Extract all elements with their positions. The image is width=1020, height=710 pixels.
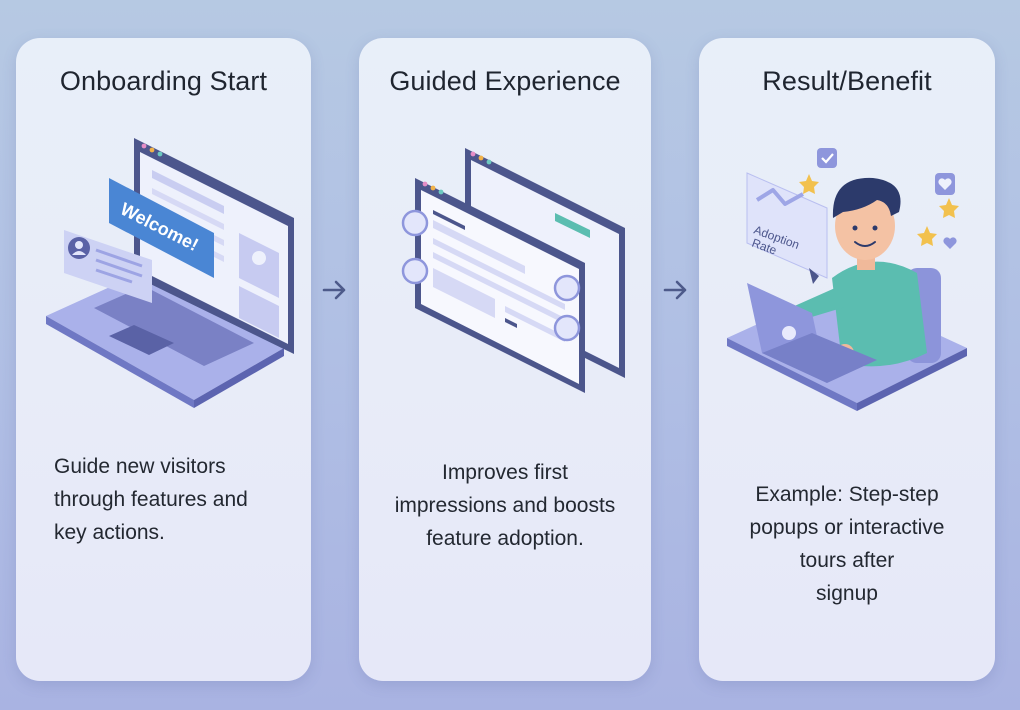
arrow-right-icon <box>322 280 346 300</box>
star-icon <box>939 198 959 218</box>
keyboard <box>93 286 254 366</box>
step-title: Guided Experience <box>389 66 621 96</box>
laptop-welcome-illustration: Welcome! <box>16 138 311 418</box>
step-icon-users <box>401 209 429 237</box>
step-description: Guide new visitors through features and … <box>54 455 248 544</box>
step-card-result-benefit: Result/Benefit <box>699 38 995 681</box>
step-icon-bell <box>553 314 581 342</box>
arrow-right-icon <box>663 280 687 300</box>
step-description: Improves first impressions and boosts fe… <box>394 461 616 550</box>
heart-icon <box>943 237 957 249</box>
stacked-browser-windows-illustration <box>359 138 651 418</box>
step-description: Example: Step-step popups or interactive… <box>749 483 945 605</box>
welcome-bubble <box>108 178 214 278</box>
step-icon-calendar <box>401 257 429 285</box>
check-badge-icon <box>817 148 837 168</box>
cursor-icon <box>809 268 819 284</box>
step-icon-lock <box>553 274 581 302</box>
step-card-guided-experience: Guided Experience <box>359 38 651 681</box>
star-icon <box>799 174 819 194</box>
step-title: Result/Benefit <box>762 66 932 96</box>
step-card-onboarding-start: Onboarding Start Welcome! <box>16 38 311 681</box>
star-icon <box>917 226 937 246</box>
person-hair <box>832 177 901 218</box>
trend-up-icon <box>755 188 804 206</box>
happy-user-laptop-illustration: Adoption Rate <box>699 138 995 418</box>
step-title: Onboarding Start <box>59 66 268 96</box>
trackpad <box>108 325 174 355</box>
